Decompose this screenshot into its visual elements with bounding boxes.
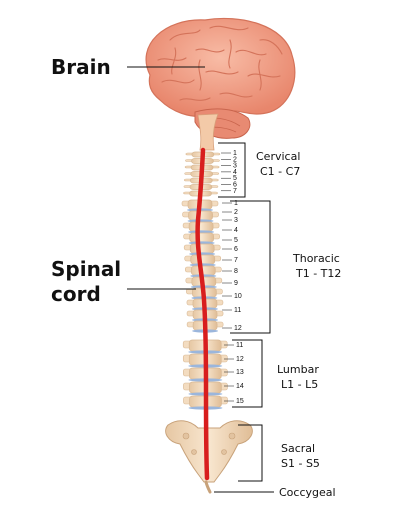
coccygeal-label: Coccygeal xyxy=(279,486,336,499)
thoracic-vertebra-number: 4 xyxy=(234,227,238,234)
vertebra xyxy=(184,233,220,245)
brain-label: Brain xyxy=(51,55,111,79)
sacral-range: S1 - S5 xyxy=(281,457,320,470)
thoracic-vertebra-number: 5 xyxy=(234,237,238,244)
sacral-label: Sacral xyxy=(281,442,315,455)
lumbar-vertebra-number: 13 xyxy=(236,369,244,376)
thoracic-vertebra-number: 2 xyxy=(234,209,238,216)
thoracic-vertebra-number: 7 xyxy=(234,257,238,264)
lumbar-range: L1 - L5 xyxy=(281,378,318,391)
lumbar-vertebra-number: 11 xyxy=(236,342,243,349)
lumbar-label: Lumbar xyxy=(277,363,319,376)
thoracic-vertebra-number: 9 xyxy=(234,280,238,287)
cervical-vertebra-number: 7 xyxy=(233,188,237,195)
brain-illustration xyxy=(146,18,295,150)
spinal-cord-label-line1: Spinal xyxy=(51,257,121,281)
thoracic-vertebra-number: 11 xyxy=(234,307,241,314)
vertebra xyxy=(185,255,221,267)
vertebra xyxy=(184,244,220,256)
thoracic-label: Thoracic xyxy=(292,252,340,265)
thoracic-vertebra-number: 8 xyxy=(234,268,238,275)
lumbar-vertebra-number: 12 xyxy=(236,356,244,363)
thoracic-vertebra-number: 1 xyxy=(234,200,238,207)
cervical-label: Cervical xyxy=(256,150,300,163)
cervical-range: C1 - C7 xyxy=(260,165,300,178)
spinal-cord-label-line2: cord xyxy=(51,282,101,306)
thoracic-range: T1 - T12 xyxy=(295,267,341,280)
thoracic-vertebra-number: 12 xyxy=(234,325,242,332)
thoracic-vertebra-number: 6 xyxy=(234,246,238,253)
lumbar-vertebra-number: 15 xyxy=(236,398,244,405)
vertebra xyxy=(183,222,219,234)
thoracic-vertebra-number: 10 xyxy=(234,293,242,300)
lumbar-vertebra-number: 14 xyxy=(236,383,244,390)
thoracic-vertebra-number: 3 xyxy=(234,217,238,224)
